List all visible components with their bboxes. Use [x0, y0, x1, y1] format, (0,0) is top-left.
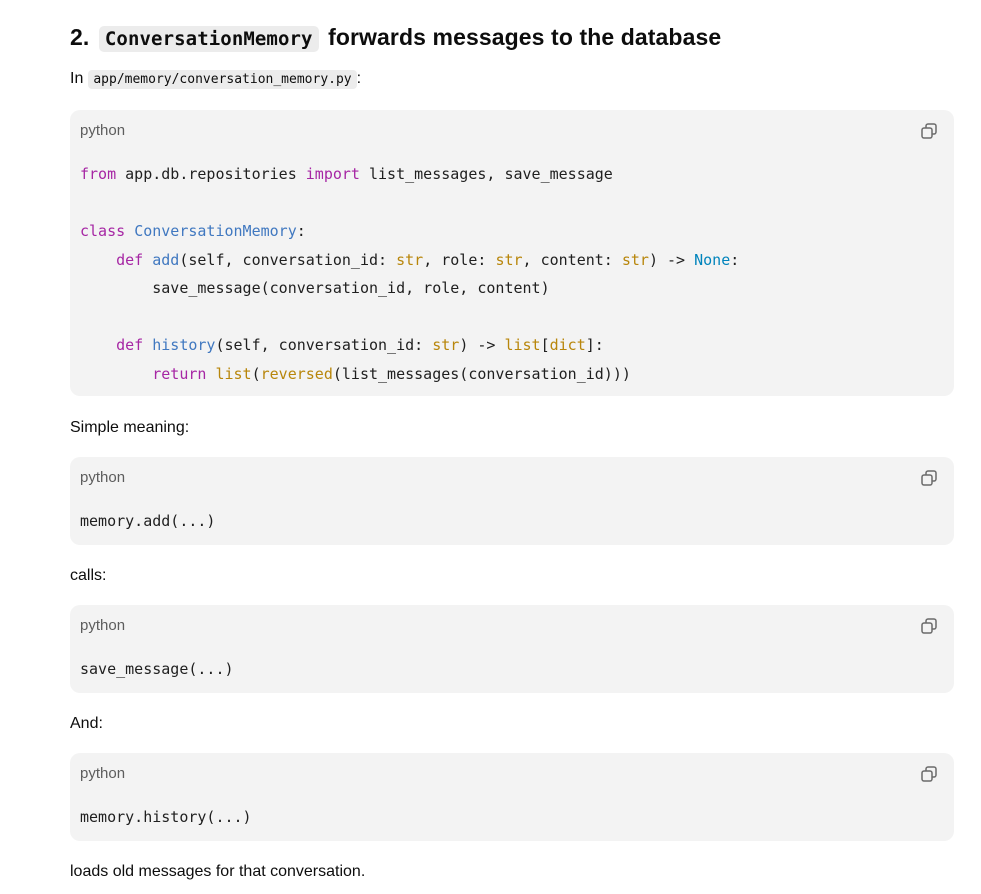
heading-number: 2.	[70, 24, 90, 50]
code-line: def history(self, conversation_id: str) …	[116, 336, 604, 354]
copy-code-button[interactable]	[920, 765, 938, 783]
copy-code-button[interactable]	[920, 122, 938, 140]
heading-text: forwards messages to the database	[328, 24, 722, 50]
code-content: memory.add(...)	[80, 512, 216, 530]
and-text: And:	[70, 715, 103, 732]
intro-suffix: :	[356, 70, 362, 87]
intro-prefix: In	[70, 70, 84, 87]
code-block-memory-history: python memory.history(...)	[70, 753, 954, 841]
code-block-conversation-memory: python from app.db.repositories import l…	[70, 110, 954, 396]
copy-icon	[921, 470, 937, 486]
code-block-memory-add: python memory.add(...)	[70, 457, 954, 545]
copy-code-button[interactable]	[920, 469, 938, 487]
code-line-blank	[80, 189, 739, 218]
section-heading: 2. ConversationMemory forwards messages …	[70, 18, 721, 58]
copy-icon	[921, 618, 937, 634]
heading-code: ConversationMemory	[98, 26, 319, 52]
code-line: return list(reversed(list_messages(conve…	[152, 364, 631, 383]
simple-meaning-text: Simple meaning:	[70, 419, 190, 436]
code-language-label: python	[80, 122, 126, 139]
code-line: class ConversationMemory:	[80, 222, 306, 240]
calls-text: calls:	[70, 567, 107, 584]
copy-icon	[921, 123, 937, 139]
code-language-label: python	[80, 617, 126, 634]
code-block-save-message: python save_message(...)	[70, 605, 954, 693]
code-content: from app.db.repositories import list_mes…	[80, 160, 739, 388]
copy-icon	[921, 766, 937, 782]
code-language-label: python	[80, 469, 126, 486]
file-path-code: app/memory/conversation_memory.py	[88, 70, 357, 89]
copy-code-button[interactable]	[920, 617, 938, 635]
loads-text: loads old messages for that conversation…	[70, 863, 366, 880]
code-line: def add(self, conversation_id: str, role…	[116, 250, 740, 269]
code-line: save_message(conversation_id, role, cont…	[80, 279, 550, 297]
code-language-label: python	[80, 765, 126, 782]
code-line: from app.db.repositories import list_mes…	[80, 165, 613, 183]
code-line-blank	[80, 303, 739, 332]
code-content: save_message(...)	[80, 660, 234, 678]
code-content: memory.history(...)	[80, 808, 252, 826]
